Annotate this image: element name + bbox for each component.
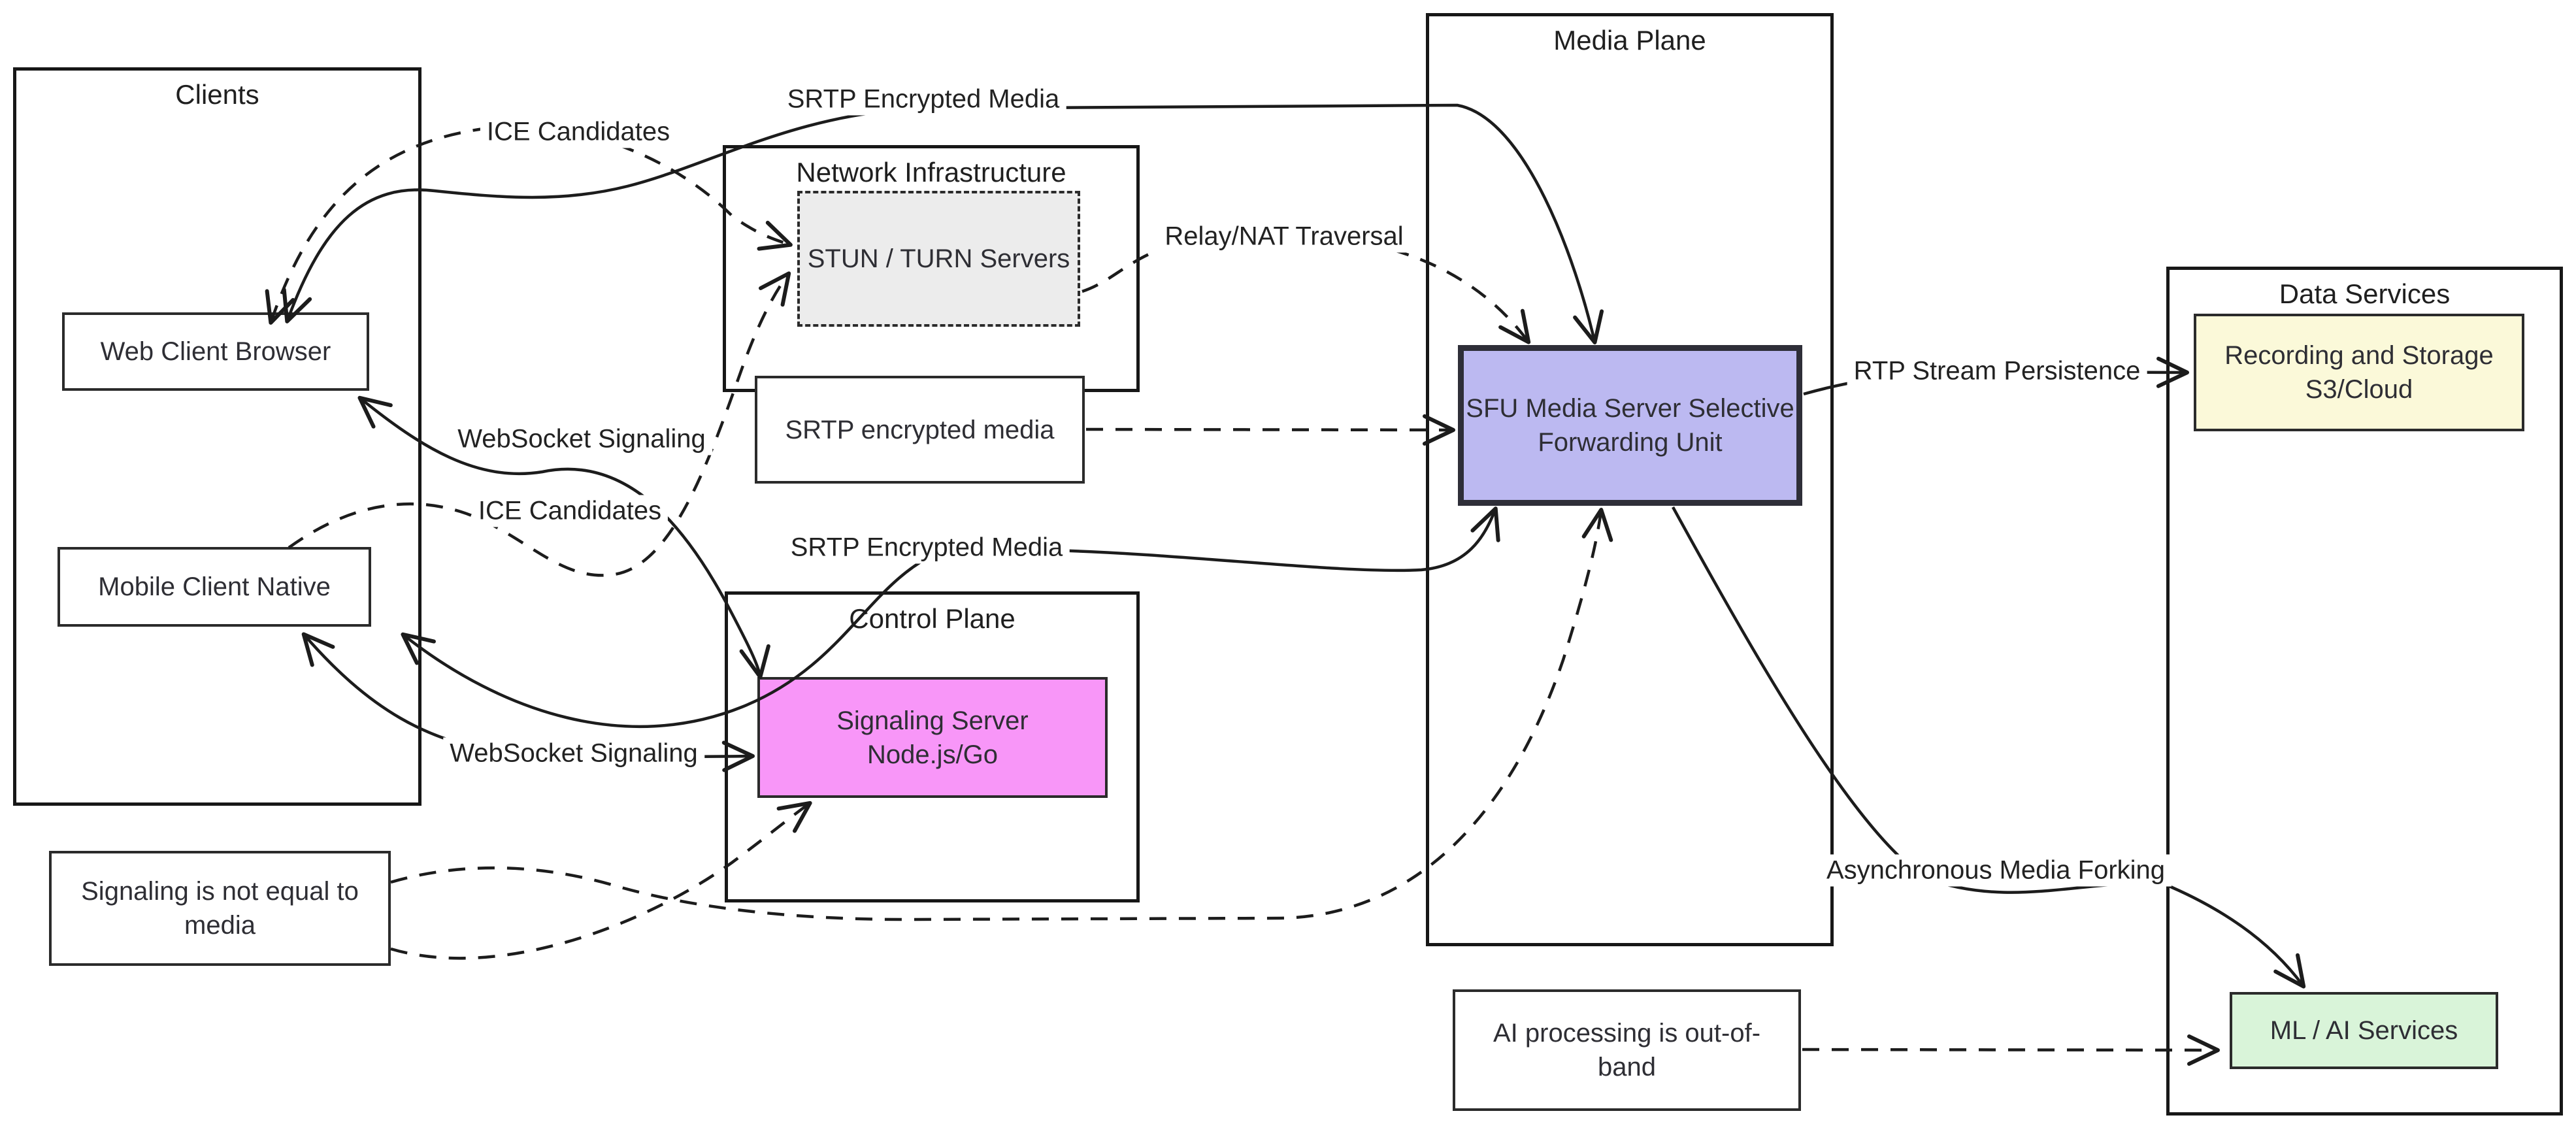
edge-label-ice-top: ICE Candidates — [480, 116, 677, 148]
node-note-ai: AI processing is out-of- band — [1453, 989, 1801, 1111]
edge-label-ws-top: WebSocket Signaling — [451, 423, 712, 455]
edge-label-rtp: RTP Stream Persistence — [1847, 355, 2147, 388]
node-stun-turn: STUN / TURN Servers — [797, 191, 1080, 327]
edge-label-srtp-top: SRTP Encrypted Media — [780, 83, 1066, 116]
edge-label-srtp-mid: SRTP Encrypted Media — [784, 531, 1070, 564]
node-mobile-client: Mobile Client Native — [58, 547, 371, 627]
node-recording: Recording and Storage S3/Cloud — [2194, 314, 2524, 431]
container-clients-title: Clients — [175, 79, 259, 110]
edge-srtp-note-line — [1085, 414, 1455, 446]
node-sfu: SFU Media Server Selective Forwarding Un… — [1458, 345, 1802, 506]
container-data-services-title: Data Services — [2279, 278, 2451, 309]
node-note-srtp: SRTP encrypted media — [755, 376, 1085, 484]
container-media-plane-title: Media Plane — [1553, 25, 1706, 56]
edge-label-async: Asynchronous Media Forking — [1819, 854, 2172, 887]
node-web-client: Web Client Browser — [62, 312, 369, 391]
node-note-signaling: Signaling is not equal to media — [49, 851, 391, 966]
edge-label-ice-bottom: ICE Candidates — [471, 495, 669, 527]
node-signaling-server: Signaling Server Node.js/Go — [757, 677, 1108, 798]
container-clients — [13, 67, 421, 806]
container-control-plane-title: Control Plane — [849, 603, 1016, 634]
container-network-infrastructure-title: Network Infrastructure — [796, 157, 1066, 188]
edge-label-ws-bottom: WebSocket Signaling — [443, 737, 704, 770]
edge-label-relay: Relay/NAT Traversal — [1158, 220, 1410, 253]
node-ml-ai: ML / AI Services — [2230, 992, 2498, 1069]
